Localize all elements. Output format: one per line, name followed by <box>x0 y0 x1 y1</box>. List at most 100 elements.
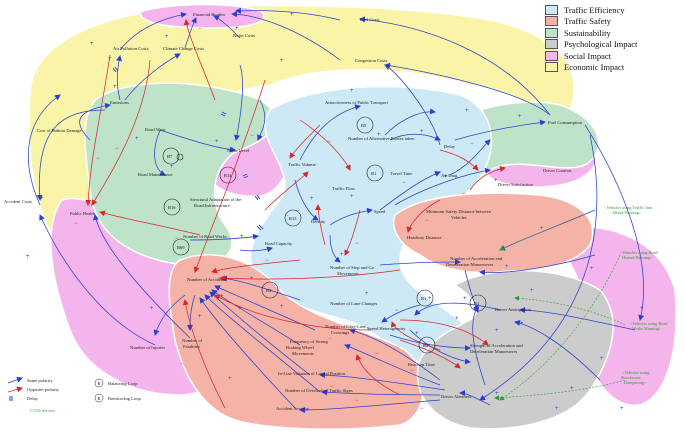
node-alt-routes: Number of Alternative Routes taken <box>348 136 415 141</box>
link <box>184 17 197 49</box>
link <box>519 307 636 331</box>
link <box>449 139 491 176</box>
legend-swatch <box>545 4 558 15</box>
link <box>299 104 361 161</box>
svg-text:R13: R13 <box>289 216 297 221</box>
node-road-wear: Road Wear <box>145 127 166 132</box>
link <box>299 399 441 413</box>
svg-text:R2: R2 <box>423 343 428 348</box>
svg-text:+: + <box>520 321 524 327</box>
link <box>36 109 106 201</box>
link <box>187 294 196 331</box>
svg-text:+: + <box>90 41 94 47</box>
link <box>459 390 491 406</box>
svg-text:−: − <box>462 191 466 197</box>
legend-item: Social Impact <box>545 50 681 62</box>
svg-text:−: − <box>327 139 331 145</box>
link <box>469 166 506 191</box>
svg-text:R1: R1 <box>421 296 426 301</box>
link <box>39 214 156 346</box>
svg-text:+: + <box>165 34 169 40</box>
svg-text:+: + <box>518 114 522 120</box>
link <box>384 108 436 136</box>
svg-text:−: − <box>402 180 406 186</box>
svg-text:−: − <box>420 406 424 412</box>
svg-text:+: + <box>444 174 448 180</box>
node-headway-distance: Headway Distance <box>407 235 442 240</box>
link <box>315 204 326 246</box>
link <box>344 209 361 256</box>
link <box>344 344 441 386</box>
link <box>189 233 259 241</box>
svg-text:−: − <box>328 336 332 342</box>
region-social-top <box>139 3 265 29</box>
svg-text:+: + <box>415 331 419 337</box>
node-accident-severity: Accident Severity <box>276 406 310 411</box>
link <box>399 339 461 369</box>
link <box>193 79 266 273</box>
node-speed: Speed <box>374 209 386 214</box>
link <box>231 11 341 61</box>
link <box>406 199 441 233</box>
node-air-pollution-costs: Air Pollution Costs <box>113 46 149 51</box>
link <box>299 119 351 171</box>
node-traffic-volume: Traffic Volume <box>288 162 316 167</box>
svg-text:+: + <box>108 56 112 62</box>
key: Same polarity Opposite polarity Delay C-… <box>7 376 141 413</box>
svg-text:−: − <box>265 258 269 264</box>
legend-label: Traffic Safety <box>564 16 611 27</box>
svg-text:−: − <box>305 163 309 169</box>
legend-item: Traffic Safety <box>545 16 681 28</box>
node-emissions: Emissions <box>110 100 129 105</box>
svg-text:+: + <box>540 226 544 232</box>
legend-item: Traffic Efficiency <box>545 4 681 16</box>
legend-label: Economic Impact <box>564 62 625 73</box>
svg-text:+: + <box>170 164 174 170</box>
node-road-capacity: Road Capacity <box>265 241 293 246</box>
svg-text:+: + <box>350 194 354 200</box>
svg-text:+: + <box>420 129 424 135</box>
svg-text:−: − <box>180 361 184 367</box>
link <box>124 53 181 101</box>
node-structural-adaptation-2: Road Infrastructure <box>194 203 230 208</box>
link <box>199 297 296 409</box>
link <box>494 379 626 401</box>
link <box>159 129 236 153</box>
link <box>399 319 489 346</box>
link <box>264 171 309 211</box>
link <box>219 269 401 282</box>
svg-text:−: − <box>355 398 359 404</box>
service-links <box>494 209 626 401</box>
link <box>214 294 371 331</box>
node-strong-braking-3: Movements <box>292 351 314 356</box>
link <box>99 210 201 236</box>
node-strong-braking-2: Braking Wheel <box>286 345 315 350</box>
service-road-hazard-2: Hazard Warning> <box>622 255 653 260</box>
node-number-fatalities-2: Fatalities <box>183 344 200 349</box>
svg-text:R14: R14 <box>224 173 232 178</box>
link <box>93 214 191 339</box>
svg-text:+: + <box>600 356 604 362</box>
key-citsi: C-ITS Service <box>30 408 55 413</box>
service-road-works-2: Works Warning> <box>632 326 662 331</box>
node-driver-comfort: Driver Comfort <box>543 168 572 173</box>
polarity-signs: − + + + + + + + + + − + + − − + − + − + … <box>26 12 644 412</box>
node-noise-costs: Noise Costs <box>233 33 255 38</box>
link <box>384 64 441 146</box>
link <box>153 294 186 336</box>
node-attractiveness: Attractiveness of Public Transport <box>325 100 389 105</box>
node-stop-go-2: Movements <box>337 271 359 276</box>
link <box>394 167 491 206</box>
region-safety-bottom <box>168 254 424 430</box>
svg-text:R3: R3 <box>266 288 272 293</box>
node-lane-changes: Number of Lane Changes <box>330 301 378 306</box>
legend-label: Social Impact <box>564 50 611 61</box>
link <box>390 321 441 351</box>
svg-text:−: − <box>74 221 78 227</box>
link <box>294 179 319 221</box>
node-fuel-consumption: Fuel Consumption <box>548 120 583 125</box>
node-accident-costs: Accident Costs <box>4 199 32 204</box>
svg-text:+: + <box>235 26 239 32</box>
svg-text:+: + <box>555 406 559 412</box>
